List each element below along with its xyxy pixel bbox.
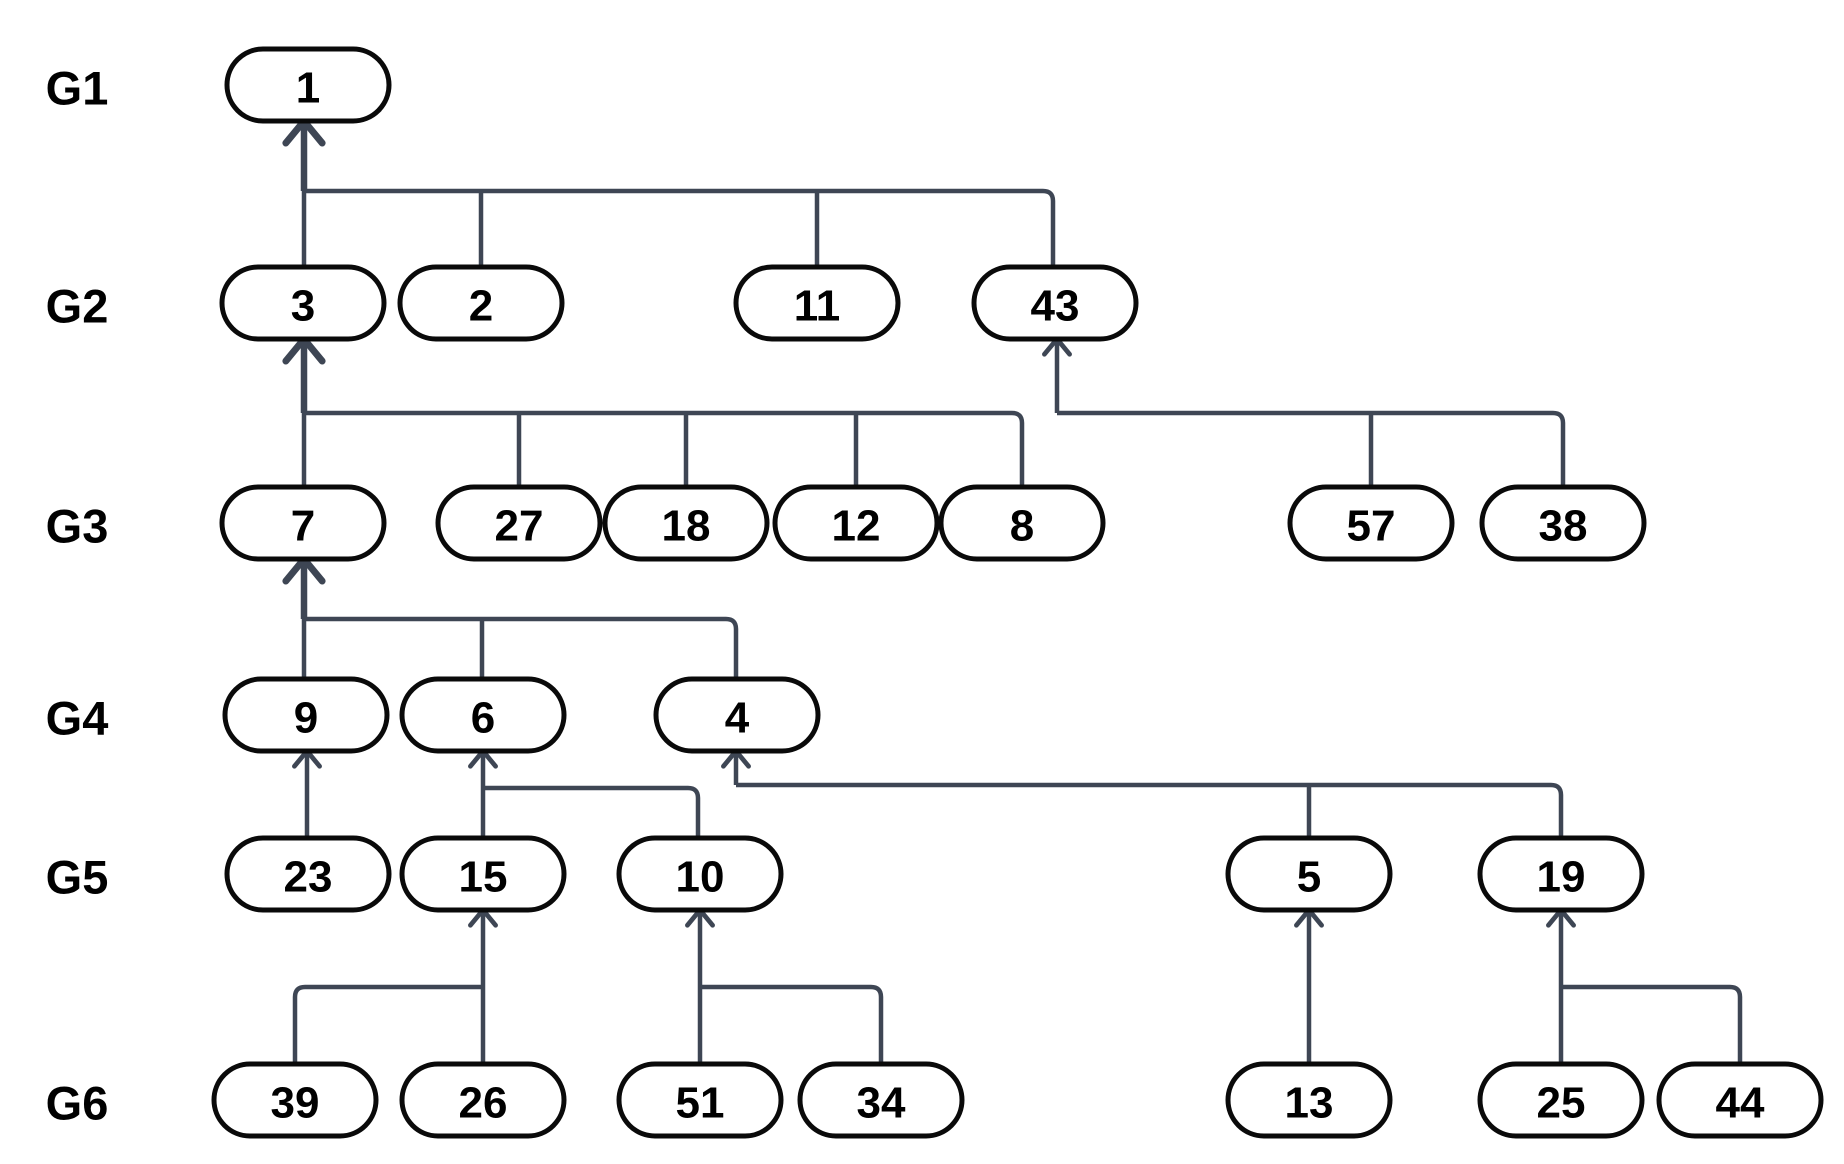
node-44: 44 (1656, 1061, 1824, 1139)
node-4: 4 (653, 676, 821, 754)
bus43-rail-to-38 (1057, 410, 1566, 487)
node-18: 18 (602, 484, 770, 562)
node-label-3: 3 (291, 282, 315, 331)
node-3: 3 (219, 264, 387, 342)
node-label-23: 23 (284, 853, 333, 902)
generation-label-g1: G1 (46, 62, 109, 115)
node-label-43: 43 (1031, 282, 1080, 331)
generation-label-g3: G3 (46, 500, 109, 553)
node-2: 2 (397, 264, 565, 342)
node-27: 27 (435, 484, 603, 562)
node-label-27: 27 (495, 502, 544, 551)
node-51: 51 (616, 1061, 784, 1139)
node-label-8: 8 (1010, 502, 1034, 551)
node-57: 57 (1287, 484, 1455, 562)
node-6: 6 (399, 676, 567, 754)
bus4-rail-to-19 (736, 782, 1564, 838)
generation-label-g4: G4 (46, 692, 109, 745)
node-7: 7 (219, 484, 387, 562)
node-label-4: 4 (725, 694, 750, 743)
node-label-19: 19 (1537, 853, 1586, 902)
generation-label-g5: G5 (46, 851, 109, 904)
node-15: 15 (399, 835, 567, 913)
node-label-7: 7 (291, 502, 315, 551)
node-label-10: 10 (676, 853, 725, 902)
node-10: 10 (616, 835, 784, 913)
node-label-9: 9 (294, 694, 318, 743)
node-label-15: 15 (459, 853, 508, 902)
node-label-44: 44 (1716, 1079, 1765, 1128)
generation-label-g2: G2 (46, 280, 109, 333)
node-1: 1 (224, 46, 392, 124)
bus7-rail-to-4 (304, 616, 739, 679)
node-label-13: 13 (1285, 1079, 1334, 1128)
node-label-26: 26 (459, 1079, 508, 1128)
node-38: 38 (1479, 484, 1647, 562)
node-label-38: 38 (1539, 502, 1588, 551)
bus6-rail-to-10 (483, 785, 701, 838)
node-43: 43 (971, 264, 1139, 342)
node-5: 5 (1225, 835, 1393, 913)
node-label-25: 25 (1537, 1079, 1586, 1128)
node-label-11: 11 (794, 282, 841, 331)
node-label-6: 6 (471, 694, 495, 743)
node-label-2: 2 (469, 282, 493, 331)
node-19: 19 (1477, 835, 1645, 913)
bus3-rail-to-8 (304, 410, 1025, 487)
bus10-rail-to-34 (700, 984, 884, 1064)
node-13: 13 (1225, 1061, 1393, 1139)
node-11: 11 (733, 264, 901, 342)
bus1-rail-to-43 (304, 188, 1056, 267)
node-label-39: 39 (271, 1079, 320, 1128)
bus19-rail-to-44 (1561, 984, 1743, 1064)
bus15-rail-from-39 (292, 984, 483, 1064)
node-23: 23 (224, 835, 392, 913)
node-8: 8 (938, 484, 1106, 562)
node-label-1: 1 (296, 64, 320, 113)
node-25: 25 (1477, 1061, 1645, 1139)
node-label-18: 18 (662, 502, 711, 551)
node-12: 12 (772, 484, 940, 562)
node-34: 34 (797, 1061, 965, 1139)
node-label-12: 12 (832, 502, 881, 551)
node-label-5: 5 (1297, 853, 1321, 902)
node-26: 26 (399, 1061, 567, 1139)
node-9: 9 (222, 676, 390, 754)
node-label-34: 34 (857, 1079, 906, 1128)
node-label-57: 57 (1347, 502, 1396, 551)
node-39: 39 (211, 1061, 379, 1139)
generation-label-g6: G6 (46, 1077, 109, 1130)
node-label-51: 51 (676, 1079, 725, 1128)
